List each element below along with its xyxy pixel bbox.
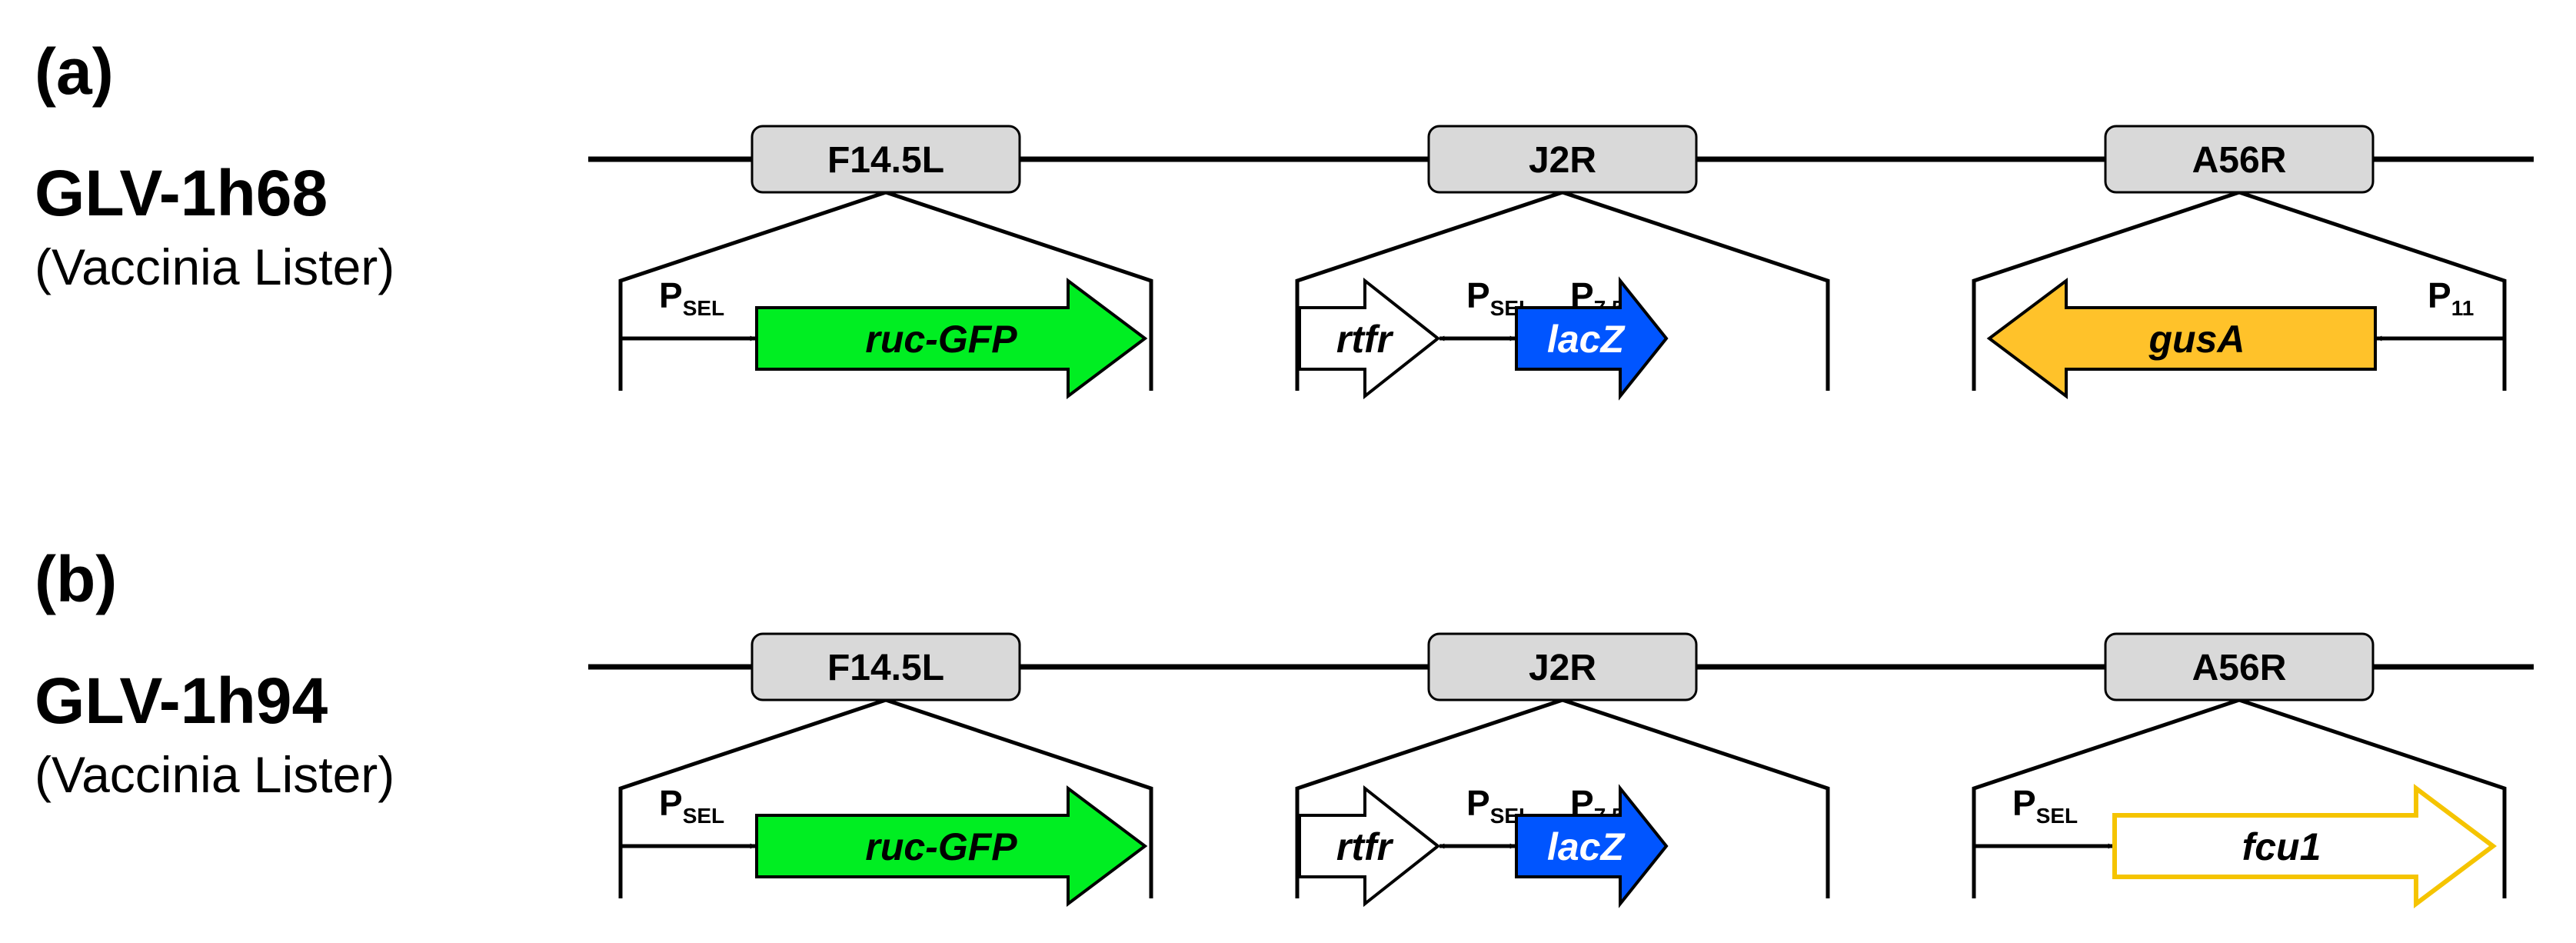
locus-f14-5l: F14.5L PSEL ruc-GFP: [618, 632, 1153, 907]
panels-layer: (a)GLV-1h68(Vaccinia Lister)F14.5LPSELru…: [35, 35, 2534, 908]
promoter-subscript: SEL: [683, 296, 724, 320]
promoter-letter: P: [659, 275, 683, 315]
promoter-letter: P: [2012, 783, 2036, 823]
locus-box: [1427, 632, 1698, 701]
strain-background: (Vaccinia Lister): [35, 746, 394, 803]
panel-label: (a): [35, 35, 114, 108]
strain-background: (Vaccinia Lister): [35, 238, 394, 295]
gene-arrow-lacz: [1515, 784, 1669, 908]
gene-arrow-rtfr: [1298, 277, 1441, 400]
promoter-subscript: SEL: [2036, 804, 2078, 828]
strain-name: GLV-1h94: [35, 665, 328, 737]
panel-label: (b): [35, 543, 117, 615]
locus-j2r: J2RrtfrPSELP7.5lacZ: [1295, 125, 1830, 401]
gene-arrow-gusa: [1986, 278, 2377, 399]
locus-box: [2104, 125, 2375, 194]
promoter-subscript: 11: [2451, 296, 2474, 320]
promoter-label: PSEL: [659, 275, 724, 320]
promoter-label: PSEL: [2012, 783, 2078, 828]
promoter-subscript: SEL: [683, 804, 724, 828]
locus-box: [751, 632, 1021, 701]
promoter-letter: P: [1466, 783, 1490, 823]
panel-b: (b)GLV-1h94(Vaccinia Lister)F14.5LPSELru…: [35, 543, 2534, 908]
gene-label-lacz: lacZ: [1547, 825, 1626, 868]
locus-label: A56R: [2192, 648, 2287, 688]
gene-label-ruc-gfp: ruc-GFP: [865, 318, 1017, 361]
gene-arrow-ruc-gfp: [755, 785, 1148, 907]
promoter-label: PSEL: [659, 783, 724, 828]
gene-arrow-rtfr: [1298, 785, 1441, 908]
promoter-letter: P: [1466, 275, 1490, 315]
gene-label-lacz: lacZ: [1547, 318, 1626, 361]
locus-label: A56R: [2192, 140, 2287, 181]
promoter-label: P11: [2428, 275, 2474, 320]
gene-arrow-ruc-gfp: [755, 278, 1148, 399]
gene-arrow-lacz: [1515, 276, 1669, 401]
locus-a56r: A56R PSEL fcu1: [1972, 632, 2507, 908]
gene-label-fcu1: fcu1: [2242, 825, 2321, 868]
locus-label: F14.5L: [827, 140, 944, 181]
promoter-letter: P: [2428, 275, 2451, 315]
locus-label: J2R: [1529, 648, 1596, 688]
locus-box: [2104, 632, 2375, 701]
locus-a56r: A56R gusA P11: [1972, 125, 2507, 399]
strain-name: GLV-1h68: [35, 157, 328, 229]
promoter-letter: P: [659, 783, 683, 823]
locus-j2r: J2RrtfrPSELP7.5lacZ: [1295, 632, 1830, 908]
gene-label-rtfr: rtfr: [1336, 825, 1394, 868]
locus-box: [1427, 125, 1698, 194]
locus-label: F14.5L: [827, 648, 944, 688]
gene-label-gusa: gusA: [2148, 318, 2245, 361]
gene-label-ruc-gfp: ruc-GFP: [865, 825, 1017, 868]
gene-arrow-fcu1: [2112, 784, 2497, 908]
locus-box: [751, 125, 1021, 194]
panel-a: (a)GLV-1h68(Vaccinia Lister)F14.5LPSELru…: [35, 35, 2534, 401]
locus-label: J2R: [1529, 140, 1596, 181]
gene-label-rtfr: rtfr: [1336, 318, 1394, 361]
locus-f14-5l: F14.5L PSEL ruc-GFP: [618, 125, 1153, 399]
